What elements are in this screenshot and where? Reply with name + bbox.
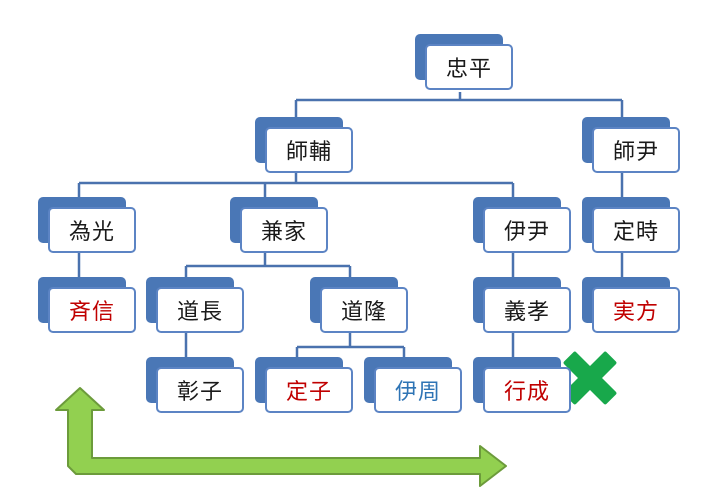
node-label: 忠平 [425,44,513,90]
x-mark-icon [563,351,617,405]
node-kaneie: 兼家 [230,197,328,253]
node-label: 伊尹 [483,207,571,253]
node-label: 道隆 [320,287,408,333]
node-tadanobu: 斉信 [38,277,136,333]
node-teishi: 定子 [255,357,353,413]
node-sadatoki: 定時 [582,197,680,253]
node-label: 師尹 [592,127,680,173]
node-label: 行成 [483,367,571,413]
node-sanekata: 実方 [582,277,680,333]
node-moromasa: 師尹 [582,117,680,173]
node-label: 兼家 [240,207,328,253]
node-label: 為光 [48,207,136,253]
node-michinaga: 道長 [146,277,244,333]
node-michitaka: 道隆 [310,277,408,333]
node-tadahira: 忠平 [415,34,513,90]
node-shoshi: 彰子 [146,357,244,413]
node-koretada: 伊尹 [473,197,571,253]
node-tamemitsu: 為光 [38,197,136,253]
node-label: 定子 [265,367,353,413]
node-label: 斉信 [48,287,136,333]
node-label: 伊周 [374,367,462,413]
node-korechika: 伊周 [364,357,462,413]
node-yoshitaka: 義孝 [473,277,571,333]
node-label: 実方 [592,287,680,333]
node-yukinari: 行成 [473,357,571,413]
node-label: 彰子 [156,367,244,413]
node-label: 道長 [156,287,244,333]
node-label: 師輔 [265,127,353,173]
double-arrow-icon [55,387,507,487]
node-label: 義孝 [483,287,571,333]
node-morosuke: 師輔 [255,117,353,173]
node-label: 定時 [592,207,680,253]
